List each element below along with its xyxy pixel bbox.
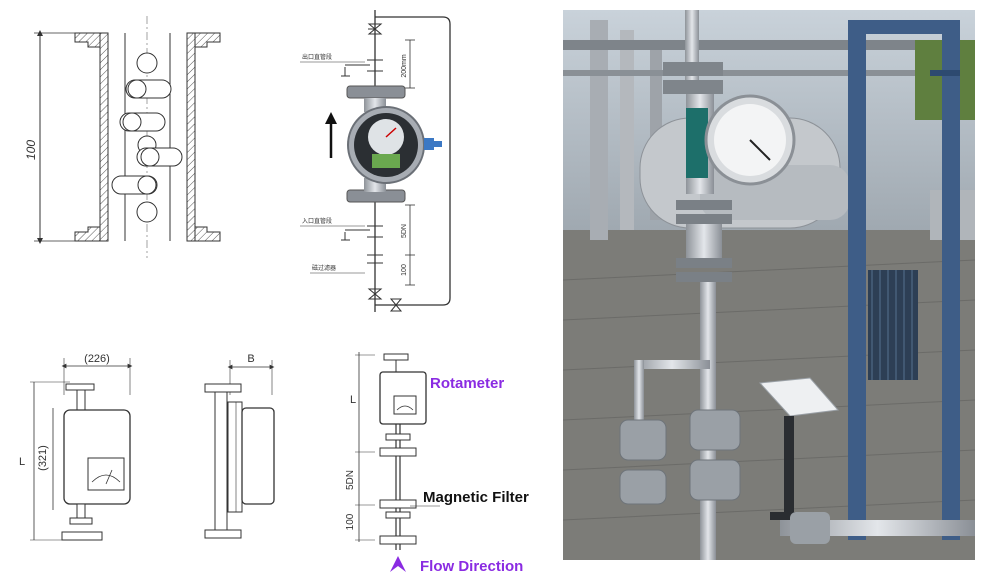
dim-5dn: 5DN (345, 470, 356, 490)
dim-100-top: 100 (401, 264, 408, 276)
dim-l-front: L (19, 456, 25, 468)
installation-photo (563, 10, 975, 560)
filter-section-drawing: 100 (24, 16, 221, 258)
dim-b: B (247, 353, 254, 365)
dim-l-install: L (350, 394, 356, 406)
magnetic-filter-cn-label: 磁过滤器 (312, 264, 336, 272)
annotated-install-drawing: L 5DN 100 Rotameter Magnetic Filter Flow… (345, 352, 529, 575)
inlet-straight-pipe-label: 入口直管段 (302, 217, 332, 225)
dim-height-label: 100 (24, 140, 38, 160)
dim-321: (321) (37, 445, 49, 471)
dim-226: (226) (84, 353, 110, 365)
front-view-drawing: (226) L (321) (19, 353, 133, 541)
dim-200mm: 200mm (401, 54, 408, 78)
magnetic-filter-label: Magnetic Filter (423, 489, 529, 506)
side-view-drawing: B (204, 353, 275, 539)
dim-5dn-top: 5DN (401, 224, 408, 238)
rotameter-label: Rotameter (430, 375, 504, 392)
flow-up-arrow (325, 112, 337, 124)
flow-direction-arrow (390, 556, 406, 572)
flow-direction-label: Flow Direction (420, 558, 523, 575)
dim-100: 100 (345, 513, 356, 530)
rotameter-image (346, 85, 442, 203)
installation-drawing: 出口直管段 入口直管段 磁过滤器 200mm 5DN 100 (300, 10, 451, 312)
outlet-straight-pipe-label: 出口直管段 (302, 53, 332, 61)
